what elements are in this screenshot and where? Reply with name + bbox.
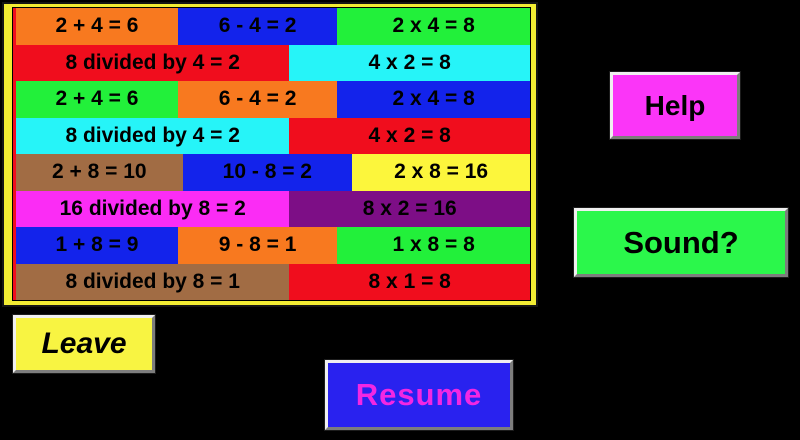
equation-tile[interactable]: 10 - 8 = 2 (182, 154, 353, 191)
help-button[interactable]: Help (610, 72, 740, 139)
resume-button-label: Resume (355, 377, 483, 412)
equation-tile[interactable]: 8 divided by 4 = 2 (16, 44, 290, 81)
sound-toggle-label: Sound? (623, 224, 739, 260)
equation-tile[interactable]: 2 + 8 = 10 (16, 154, 183, 191)
equation-tile[interactable]: 8 x 1 = 8 (289, 263, 530, 300)
equation-tile[interactable]: 16 divided by 8 = 2 (16, 190, 290, 227)
leave-button-label: Leave (41, 327, 127, 360)
equation-tile[interactable]: 1 + 8 = 9 (16, 227, 178, 264)
resume-button[interactable]: Resume (325, 360, 513, 430)
equation-tile[interactable]: 2 + 4 = 6 (16, 8, 178, 45)
leave-button[interactable]: Leave (13, 315, 155, 373)
equation-tile[interactable]: 8 divided by 8 = 1 (16, 263, 290, 300)
equation-tile[interactable]: 6 - 4 = 2 (177, 8, 338, 45)
equation-tile[interactable]: 2 x 4 = 8 (337, 81, 530, 118)
equation-tile[interactable]: 1 x 8 = 8 (337, 227, 530, 264)
sound-toggle-button[interactable]: Sound? (574, 208, 788, 277)
equation-tile[interactable]: 6 - 4 = 2 (177, 81, 338, 118)
equation-tile[interactable]: 8 divided by 4 = 2 (16, 117, 290, 154)
equation-tile[interactable]: 9 - 8 = 1 (177, 227, 338, 264)
help-button-label: Help (644, 89, 706, 121)
equation-tile[interactable]: 4 x 2 = 8 (289, 44, 530, 81)
equation-tile[interactable]: 8 x 2 = 16 (289, 190, 530, 227)
equation-tile[interactable]: 2 + 4 = 6 (16, 81, 178, 118)
equation-tile[interactable]: 2 x 8 = 16 (352, 154, 530, 191)
equation-tile[interactable]: 4 x 2 = 8 (289, 117, 530, 154)
equation-tile[interactable]: 2 x 4 = 8 (337, 8, 530, 45)
